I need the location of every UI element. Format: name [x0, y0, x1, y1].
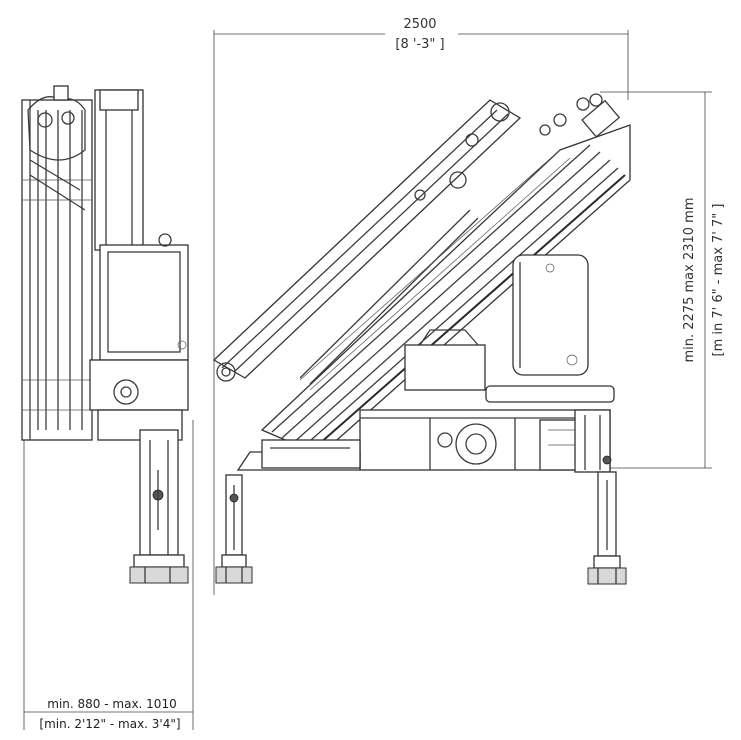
- width-dimension-top: 2500 [8 '-3" ]: [213, 17, 629, 595]
- width-bottom-imperial: [min. 2'12" - max. 3'4"]: [39, 717, 180, 731]
- crane-side-view: [212, 93, 631, 585]
- height-right-imperial: [m in 7' 6" - max 7' 7" ]: [711, 204, 726, 357]
- crane-front-view: [21, 85, 189, 584]
- width-top-imperial: [8 '-3" ]: [395, 37, 444, 52]
- width-top-value: 2500: [403, 17, 436, 32]
- height-dimension-right: min. 2275 max 2310 mm [m in 7' 6" - max …: [600, 91, 726, 469]
- width-bottom-value: min. 880 - max. 1010: [47, 697, 176, 711]
- height-right-value: min. 2275 max 2310 mm: [682, 198, 697, 363]
